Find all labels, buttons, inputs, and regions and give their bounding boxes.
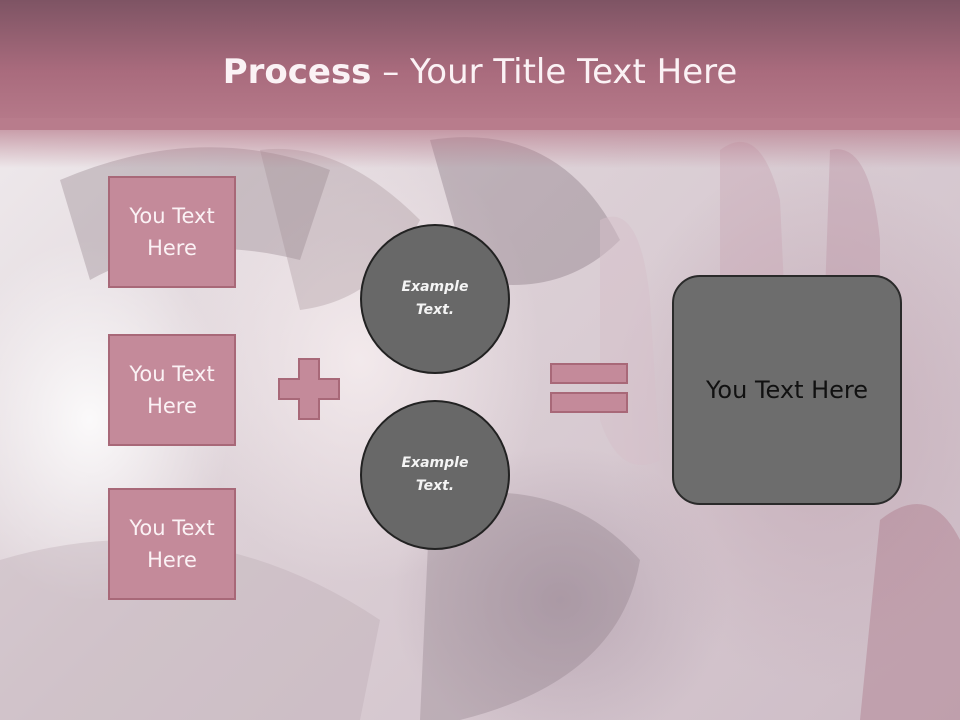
result-label: You Text Here [705, 376, 869, 404]
result-box: You Text Here [672, 275, 902, 505]
input-box-3-line2: Here [147, 548, 197, 572]
title-bold: Process [222, 52, 372, 92]
title-rest: – Your Title Text Here [371, 52, 738, 92]
example-circle-2-line2: Text. [415, 478, 455, 494]
example-circle-1-line2: Text. [415, 302, 455, 318]
plus-icon [278, 358, 340, 420]
input-box-2-line1: You Text [129, 362, 215, 386]
input-box-1-line2: Here [147, 236, 197, 260]
equals-icon [550, 363, 628, 413]
slide-title: Process – Your Title Text Here [0, 52, 960, 92]
example-circle-2-line1: Example [401, 455, 469, 471]
title-bar-fade [0, 118, 960, 168]
input-box-3-line1: You Text [129, 516, 215, 540]
title-bar [0, 0, 960, 130]
input-box-1-line1: You Text [129, 204, 215, 228]
input-box-2-line2: Here [147, 394, 197, 418]
example-circle-1-line1: Example [401, 279, 469, 295]
